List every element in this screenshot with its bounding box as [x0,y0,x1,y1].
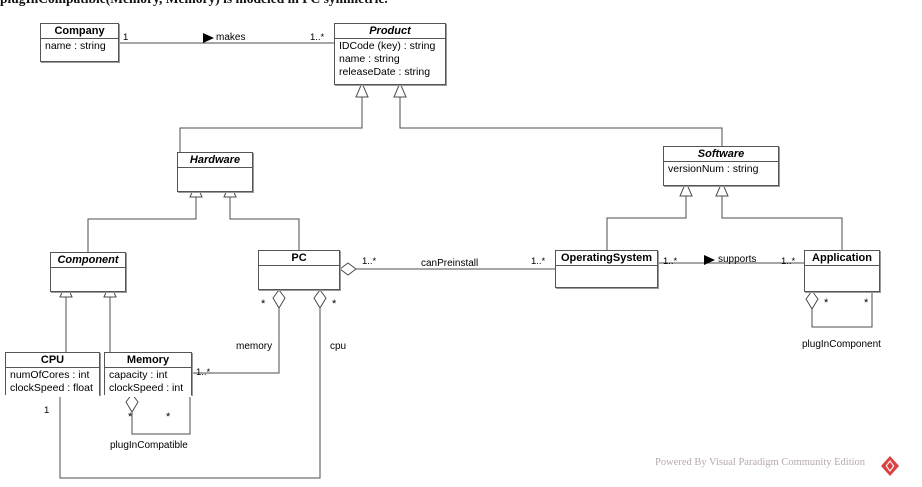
class-name-operatingsystem: OperatingSystem [556,251,657,266]
class-attributes-memory: capacity : int clockSpeed : int [105,368,191,397]
attribute: capacity : int [109,369,168,381]
edge-gen-application [721,196,843,250]
class-box-application[interactable]: Application [804,250,880,292]
multiplicity-memory-self-a: * [128,411,133,423]
class-name-software: Software [664,147,778,162]
edge-gen-hardware [179,97,363,152]
diamond-pc-cpu [313,289,327,309]
class-box-pc[interactable]: PC [258,250,340,290]
watermark-text: Powered By Visual Paradigm Community Edi… [655,457,866,468]
multiplicity-app-self-a: * [824,297,829,309]
edge-memory [192,302,280,374]
class-attributes-software: versionNum : string [664,162,778,178]
association-label-memory: memory [236,341,273,352]
multiplicity-memory-self-b: * [166,411,171,423]
class-box-product[interactable]: Product IDCode (key) : string name : str… [334,23,446,85]
multiplicity-pc-cpu: * [332,298,337,310]
multiplicity-os-supports: 1..* [663,256,678,267]
class-attributes-cpu: numOfCores : int clockSpeed : float [6,368,99,397]
edge-gen-software [399,97,723,152]
class-name-pc: PC [259,251,339,266]
association-label-supports: supports [718,254,757,265]
association-label-plugincomponent: plugInComponent [802,339,881,350]
gen-triangle-hardware [355,81,369,98]
multiplicity-app-self-b: * [864,297,869,309]
multiplicity-memory-end: 1..* [196,367,211,378]
class-name-product: Product [335,24,445,39]
association-label-canpreinstall: canPreinstall [421,258,479,269]
class-attributes-company: name : string [41,39,118,55]
class-name-cpu: CPU [6,353,99,368]
edge-gen-os [606,196,687,250]
multiplicity-os-canpreinstall: 1..* [531,256,546,267]
attribute: name : string [339,53,400,65]
attribute: numOfCores : int [10,369,90,381]
class-box-hardware[interactable]: Hardware [177,152,253,192]
direction-marker-supports [704,255,715,265]
attribute: clockSpeed : int [109,382,184,394]
class-box-cpu[interactable]: CPU numOfCores : int clockSpeed : float [5,352,100,397]
direction-marker-makes [203,33,214,43]
attribute: IDCode (key) : string [339,40,436,52]
multiplicity-app-supports: 1..* [781,256,796,267]
edge-plugincompatible [131,395,191,435]
class-name-company: Company [41,24,118,39]
class-box-memory[interactable]: Memory capacity : int clockSpeed : int [104,352,192,397]
class-box-company[interactable]: Company name : string [40,23,119,62]
visual-paradigm-logo-icon [881,456,899,476]
class-attributes-product: IDCode (key) : string name : string rele… [335,39,445,81]
diamond-pc-memory [272,289,286,309]
diagram-caption: plugInCompatible(Memory, Memory) is mode… [0,0,700,7]
association-label-plugincompatible: plugInCompatible [110,440,188,451]
class-box-component[interactable]: Component [50,252,126,292]
association-label-cpu: cpu [330,341,347,352]
diamond-application-self [805,290,819,310]
multiplicity-pc-memory: * [261,298,266,310]
class-box-operatingsystem[interactable]: OperatingSystem [555,250,658,288]
class-name-hardware: Hardware [178,153,252,168]
edge-plugincomponent [811,292,873,328]
attribute: versionNum : string [668,163,759,175]
diamond-pc-canpreinstall [339,262,357,276]
class-name-memory: Memory [105,353,191,368]
association-label-makes: makes [216,32,246,43]
multiplicity-pc-canpreinstall: 1..* [362,256,377,267]
multiplicity-product-makes: 1..* [310,32,325,43]
multiplicity-company-makes: 1 [123,32,129,43]
edge-gen-pc [229,197,300,250]
class-name-application: Application [805,251,879,266]
attribute: releaseDate : string [339,66,431,78]
attribute: name : string [45,40,106,52]
class-box-software[interactable]: Software versionNum : string [663,146,779,186]
class-name-component: Component [51,253,125,268]
multiplicity-cpu-end: 1 [44,405,50,416]
edge-gen-component [87,197,197,252]
attribute: clockSpeed : float [10,382,93,394]
gen-triangle-software [393,81,407,98]
